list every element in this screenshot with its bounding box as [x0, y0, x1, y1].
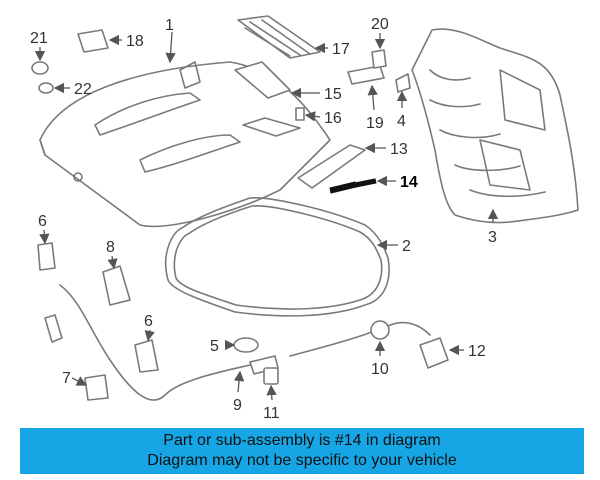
svg-text:17: 17	[332, 41, 350, 58]
svg-text:20: 20	[371, 16, 389, 33]
callout-16: 16	[304, 110, 342, 127]
svg-text:7: 7	[62, 370, 71, 387]
callout-7: 7	[62, 370, 88, 387]
callout-11: 11	[263, 384, 280, 420]
svg-text:5: 5	[210, 338, 219, 355]
callout-14: 14	[376, 174, 418, 191]
banner-line-1: Part or sub-assembly is #14 in diagram	[163, 432, 441, 449]
latch-part-6-upper	[37, 242, 56, 271]
banner-line-2: Diagram may not be specific to your vehi…	[147, 452, 457, 469]
grommet-part-21	[31, 61, 49, 75]
svg-text:22: 22	[74, 81, 92, 98]
callout-19: 19	[366, 84, 384, 132]
callout-13: 13	[364, 141, 408, 158]
svg-text:10: 10	[371, 361, 389, 378]
gas-strut-part-14	[329, 178, 377, 194]
svg-text:21: 21	[30, 30, 48, 47]
callout-18: 18	[108, 33, 144, 50]
callout-12: 12	[448, 343, 486, 360]
svg-text:3: 3	[488, 229, 497, 246]
bracket-part-7	[44, 314, 109, 401]
lock-part-15	[234, 61, 291, 99]
callout-1: 1	[165, 17, 176, 64]
callout-6-upper: 6	[38, 213, 50, 245]
svg-text:6: 6	[144, 313, 153, 330]
callout-22: 22	[53, 81, 92, 98]
svg-text:14: 14	[400, 174, 418, 191]
parts-diagram: 1 2 3 4 5 6 6 7 8 9 10 11	[30, 15, 579, 420]
callout-17: 17	[314, 41, 350, 58]
hinge-part-8	[102, 265, 131, 306]
callout-3: 3	[487, 208, 499, 246]
callout-2: 2	[376, 238, 411, 255]
module-part-18	[77, 29, 109, 53]
svg-text:9: 9	[233, 397, 242, 414]
svg-text:6: 6	[38, 213, 47, 230]
clip-part-11	[263, 367, 279, 385]
callout-4: 4	[396, 90, 408, 130]
callout-10: 10	[371, 340, 389, 378]
svg-text:19: 19	[366, 115, 384, 132]
clip-part-4	[395, 73, 411, 93]
callout-15: 15	[290, 86, 342, 103]
latch-part-6-lower	[134, 339, 159, 373]
svg-text:4: 4	[397, 113, 406, 130]
callout-20: 20	[371, 16, 389, 50]
bolt-part-16	[295, 107, 305, 121]
svg-text:8: 8	[106, 239, 115, 256]
svg-text:15: 15	[324, 86, 342, 103]
svg-text:18: 18	[126, 33, 144, 50]
clip-part-5	[233, 337, 259, 353]
plug-part-22	[38, 82, 54, 94]
clip-part-20	[371, 49, 387, 69]
svg-text:2: 2	[402, 238, 411, 255]
latch-part-12	[419, 337, 449, 369]
grille-part-17	[237, 15, 321, 59]
svg-text:13: 13	[390, 141, 408, 158]
callout-8: 8	[106, 239, 118, 270]
info-banner: Part or sub-assembly is #14 in diagram D…	[20, 428, 584, 474]
release-handle-part-10	[289, 320, 431, 357]
callout-9: 9	[233, 370, 245, 414]
hood-insulator	[411, 28, 579, 224]
support-part-19	[347, 65, 385, 85]
callout-5: 5	[210, 338, 236, 355]
callout-21: 21	[30, 30, 48, 62]
callout-6-lower: 6	[144, 313, 155, 342]
svg-text:1: 1	[165, 17, 174, 34]
svg-text:16: 16	[324, 110, 342, 127]
svg-text:12: 12	[468, 343, 486, 360]
svg-text:11: 11	[263, 405, 280, 420]
